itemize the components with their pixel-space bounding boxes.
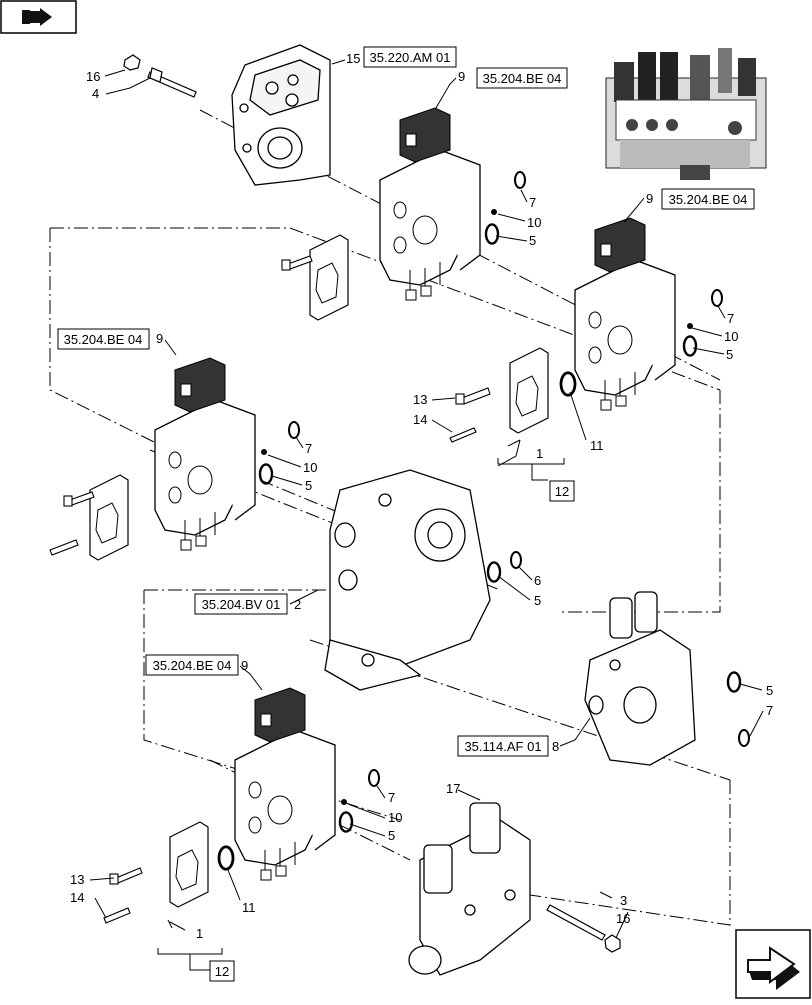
callout: 13 (413, 392, 427, 407)
kit-bracket (157, 458, 565, 971)
callout: 5 (388, 828, 395, 843)
callout: 9 (646, 191, 653, 206)
callout: 8 (552, 739, 559, 754)
ref-box-kit-upper[interactable]: 12 (549, 480, 575, 502)
callout: 16 (86, 69, 100, 84)
callout: 1 (196, 926, 203, 941)
callout: 9 (156, 331, 163, 346)
solenoid-block (408, 802, 531, 976)
callout: 16 (616, 911, 630, 926)
valve-stack-photo (605, 48, 767, 180)
callout: 11 (590, 438, 604, 453)
cover-plate-right (509, 347, 549, 434)
callout-numbers: 16 4 15 9 7 10 5 9 7 10 5 13 14 11 1 9 7… (70, 51, 773, 941)
next-page-button[interactable] (735, 929, 811, 999)
callout: 5 (529, 233, 536, 248)
callout: 11 (242, 900, 256, 915)
callout: 15 (346, 51, 360, 66)
callout: 7 (529, 195, 536, 210)
cover-plate-bottom (169, 821, 209, 908)
ref-box-end-cover[interactable]: 35.220.AM 01 (363, 46, 457, 68)
ref-label: 35.204.BE 04 (64, 332, 143, 347)
callout: 3 (620, 893, 627, 908)
callout: 7 (766, 703, 773, 718)
callout: 7 (727, 311, 734, 326)
callout: 13 (70, 872, 84, 887)
prev-page-button[interactable] (0, 0, 77, 34)
tie-rod-bolt-bottom (546, 904, 621, 953)
valve-section-top (379, 107, 481, 301)
callout: 10 (303, 460, 317, 475)
callout: 2 (294, 597, 301, 612)
ref-box-valve-top[interactable]: 35.204.BE 04 (476, 67, 568, 89)
end-cover-plate (231, 44, 331, 186)
ref-label: 35.204.BE 04 (483, 71, 562, 86)
callout: 14 (70, 890, 84, 905)
callout: 6 (534, 573, 541, 588)
callout: 10 (724, 329, 738, 344)
ref-label: 12 (555, 484, 569, 499)
callout: 17 (446, 781, 460, 796)
callout: 5 (726, 347, 733, 362)
leader-lines (89, 59, 764, 939)
callout: 7 (305, 441, 312, 456)
ref-label: 35.204.BE 04 (153, 658, 232, 673)
ref-label: 35.220.AM 01 (370, 50, 451, 65)
next-page-arrow-icon (747, 946, 800, 990)
book-arrow-icon (14, 6, 62, 28)
callout: 9 (458, 69, 465, 84)
ref-box-valve-bottom[interactable]: 35.204.BE 04 (145, 654, 239, 676)
screws (49, 255, 491, 924)
cover-plate-left (89, 474, 129, 561)
ref-box-valve-right[interactable]: 35.204.BE 04 (661, 188, 755, 210)
callout: 4 (92, 86, 99, 101)
callout: 1 (536, 446, 543, 461)
balls (261, 209, 693, 805)
ref-label: 12 (215, 964, 229, 979)
cover-plate-top (309, 234, 349, 321)
ref-label: 35.114.AF 01 (464, 739, 541, 754)
callout: 10 (527, 215, 541, 230)
callout: 5 (766, 683, 773, 698)
callout: 10 (388, 810, 402, 825)
outlet-section (584, 591, 696, 766)
ref-box-kit-lower[interactable]: 12 (209, 960, 235, 982)
ref-label: 35.204.BE 04 (669, 192, 748, 207)
inlet-section (324, 469, 491, 691)
tie-rod-bolt-top (123, 54, 197, 98)
ref-label: 35.204.BV 01 (202, 597, 281, 612)
callout: 5 (534, 593, 541, 608)
ref-box-inlet[interactable]: 35.204.BV 01 (194, 593, 288, 615)
callout: 14 (413, 412, 427, 427)
valve-section-right (574, 217, 676, 411)
valve-section-left (154, 357, 256, 551)
ref-box-valve-left[interactable]: 35.204.BE 04 (57, 328, 150, 350)
callout: 7 (388, 790, 395, 805)
callout: 9 (241, 658, 248, 673)
callout: 5 (305, 478, 312, 493)
valve-section-bottom (234, 687, 336, 881)
ref-box-outlet[interactable]: 35.114.AF 01 (457, 735, 549, 757)
